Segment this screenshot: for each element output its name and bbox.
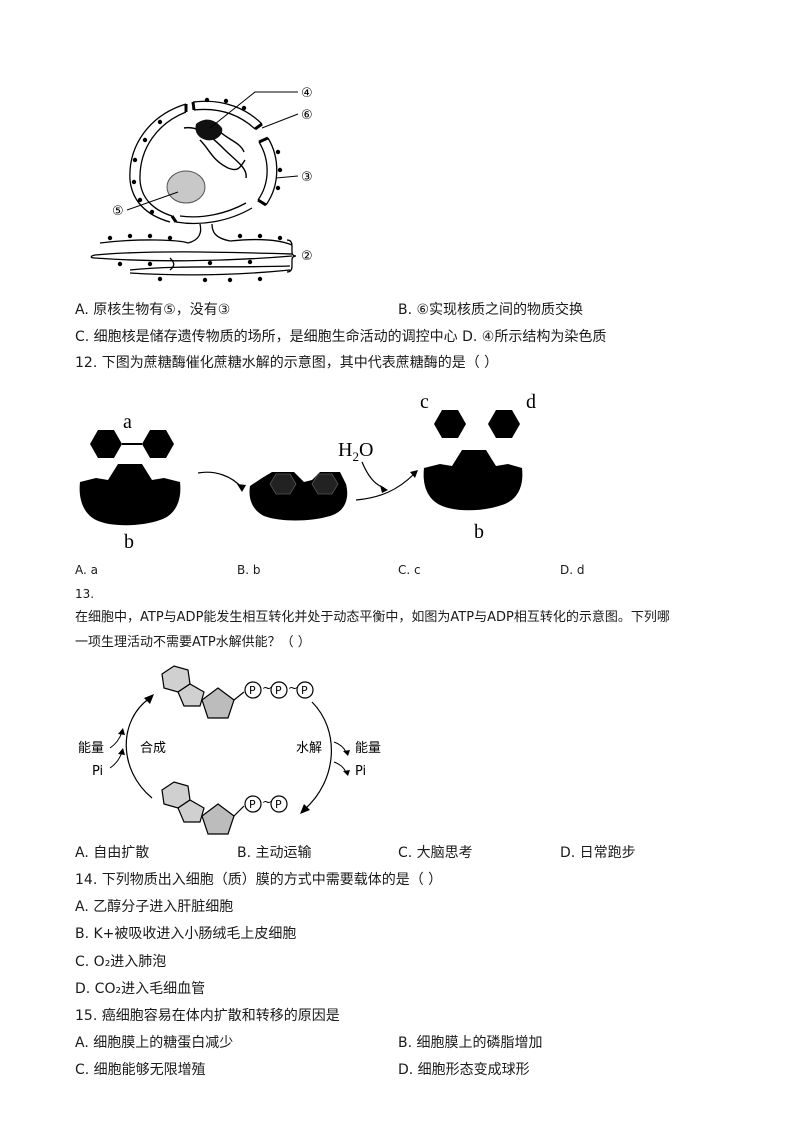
label-a: a [123, 411, 132, 433]
q15-option-d[interactable]: D. 细胞形态变成球形 [398, 1062, 530, 1078]
energy-right: 能量 [355, 741, 381, 756]
svg-text:~: ~ [262, 681, 272, 695]
q14-option-c[interactable]: C. O₂进入肺泡 [75, 954, 167, 970]
label-2: ② [301, 249, 313, 264]
q15-option-c[interactable]: C. 细胞能够无限增殖 [75, 1062, 206, 1078]
pi-left: Pi [92, 764, 103, 779]
q13-stem-line1: 在细胞中，ATP与ADP能发生相互转化并处于动态平衡中，如图为ATP与ADP相互… [75, 610, 670, 625]
q13-option-b[interactable]: B. 主动运输 [237, 845, 312, 861]
q13-stem-line2: 一项生理活动不需要ATP水解供能？（ ） [75, 635, 311, 650]
p4: P [249, 798, 256, 811]
pi-right: Pi [355, 764, 366, 779]
q14-option-b[interactable]: B. K+被吸收进入小肠绒毛上皮细胞 [75, 926, 297, 942]
q13-option-d[interactable]: D. 日常跑步 [560, 845, 636, 861]
atp-adp-diagram: P ~ P ~ P P ~ P 能量 Pi 合成 水解 能量 Pi [78, 665, 381, 835]
label-b-left: b [124, 531, 134, 553]
label-4: ④ [301, 86, 313, 101]
q14-option-a[interactable]: A. 乙醇分子进入肝脏细胞 [75, 899, 234, 915]
p3: P [301, 684, 308, 697]
sucrase-diagram: H2O a b c d b [79, 391, 536, 553]
q15-option-b[interactable]: B. 细胞膜上的磷脂增加 [398, 1035, 543, 1051]
label-3: ③ [301, 170, 313, 185]
q12-option-a[interactable]: A. a [75, 563, 98, 577]
synthesis-label: 合成 [140, 741, 166, 756]
q11-option-b[interactable]: B. ⑥实现核质之间的物质交换 [398, 302, 584, 318]
q12-option-c[interactable]: C. c [398, 563, 421, 577]
q13-number: 13. [75, 587, 95, 601]
q12-stem: 12. 下图为蔗糖酶催化蔗糖水解的示意图，其中代表蔗糖酶的是（ ） [75, 355, 499, 371]
energy-left: 能量 [78, 741, 104, 756]
nucleus-diagram: ④ ⑥ ③ ⑤ ② [90, 86, 313, 283]
h2o-label: H2O [338, 439, 373, 464]
label-6: ⑥ [301, 108, 313, 123]
q11-option-c-d[interactable]: C. 细胞核是储存遗传物质的场所，是细胞生命活动的调控中心 D. ④所示结构为染… [75, 329, 607, 345]
p5: P [275, 798, 282, 811]
p2: P [275, 684, 282, 697]
p1: P [249, 684, 256, 697]
q12-option-b[interactable]: B. b [237, 563, 261, 577]
q14-option-d[interactable]: D. CO₂进入毛细血管 [75, 981, 206, 997]
label-d: d [526, 391, 536, 413]
label-b-right: b [474, 521, 484, 543]
q15-option-a[interactable]: A. 细胞膜上的糖蛋白减少 [75, 1035, 234, 1051]
label-c: c [420, 391, 429, 413]
hydrolysis-label: 水解 [296, 741, 322, 756]
q12-option-d[interactable]: D. d [560, 563, 585, 577]
q11-option-a[interactable]: A. 原核生物有⑤，没有③ [75, 302, 231, 318]
q15-stem: 15. 癌细胞容易在体内扩散和转移的原因是 [75, 1008, 340, 1024]
svg-text:~: ~ [288, 681, 298, 695]
svg-text:~: ~ [262, 795, 272, 809]
q13-option-a[interactable]: A. 自由扩散 [75, 845, 150, 861]
label-5: ⑤ [112, 204, 124, 219]
q14-stem: 14. 下列物质出入细胞（质）膜的方式中需要载体的是（ ） [75, 872, 443, 888]
q13-option-c[interactable]: C. 大脑思考 [398, 845, 473, 861]
